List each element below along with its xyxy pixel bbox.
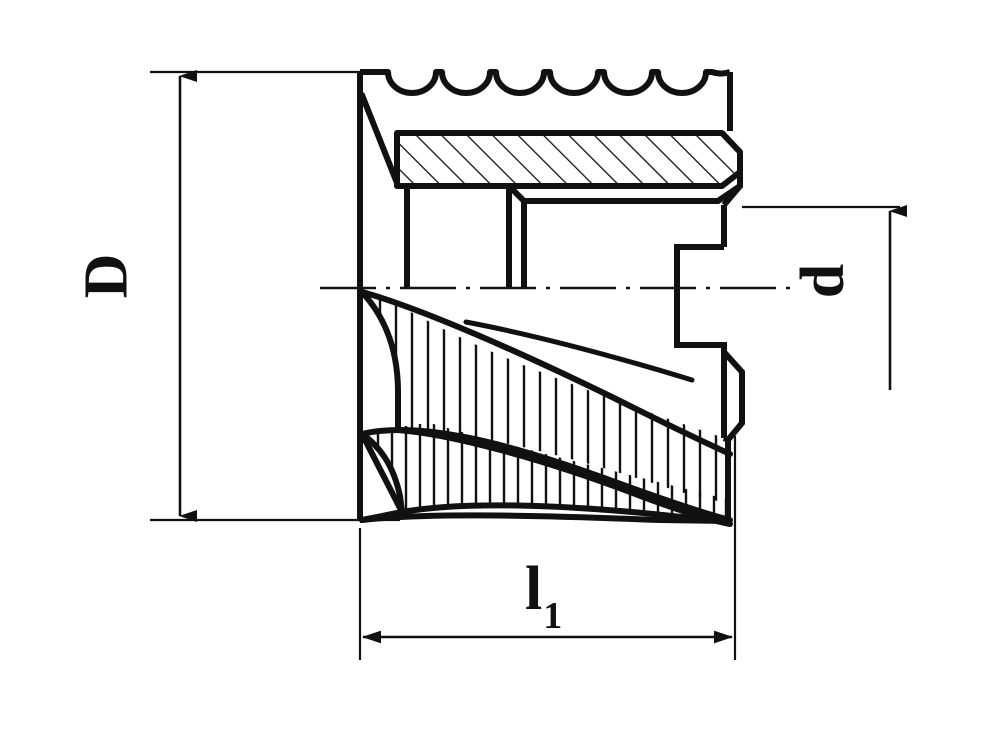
dimension-label-D: D [72,253,141,299]
dimension-label-l1-subscript: 1 [543,595,563,638]
helix-inner-edge-curve [463,319,695,383]
dimension-label-l1: l1 [525,555,562,635]
thread-crest-profile [360,69,732,96]
dimension-label-l1-base: l [525,555,543,623]
bore-step-notch [674,244,727,352]
part-bottom-cone-lines [359,431,731,524]
dimension-label-d: d [789,263,858,299]
part-left-chamfer [359,92,400,186]
section-hatched-region [394,130,743,189]
inner-bore-outline [404,172,743,288]
part-outer-right-lower-wall [721,349,745,520]
